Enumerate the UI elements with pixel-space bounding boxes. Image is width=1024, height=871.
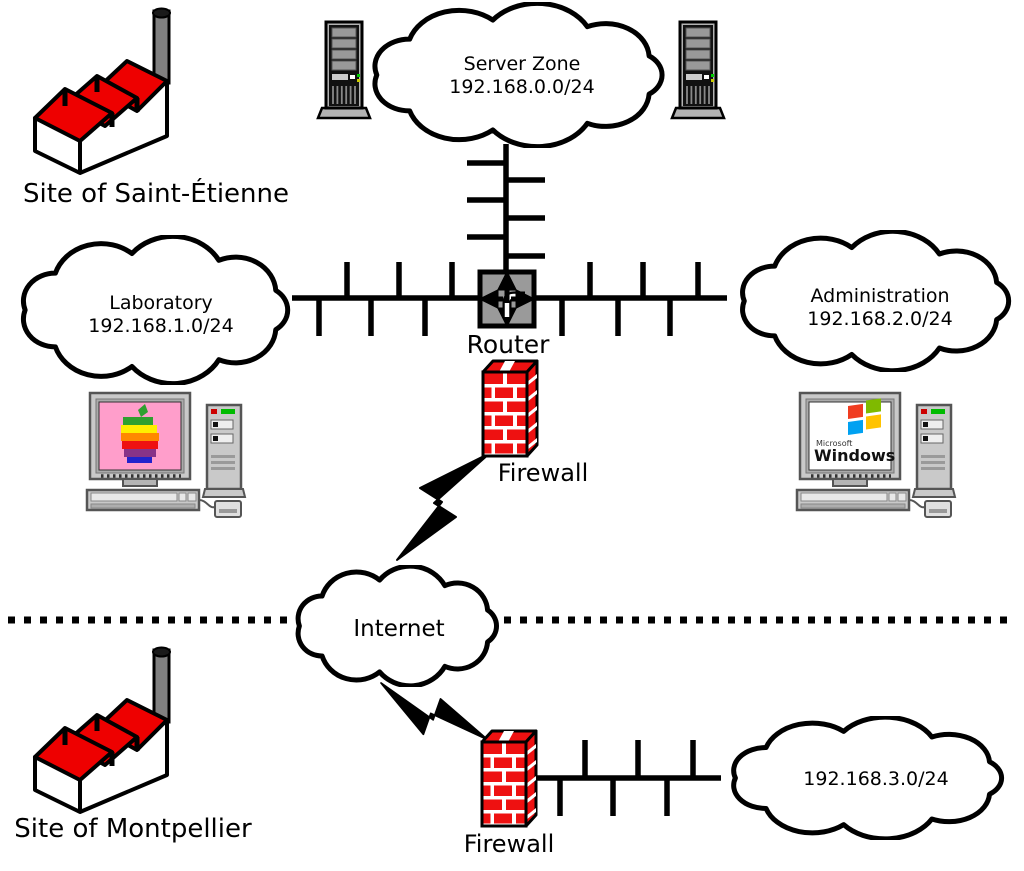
server-tower-icon-left	[316, 20, 372, 120]
server-tower-icon-right	[670, 20, 726, 120]
laboratory-name: Laboratory	[109, 292, 213, 314]
firewall-bottom-label: Firewall	[463, 830, 555, 858]
firewall-icon-bottom	[480, 729, 538, 828]
internet-label: Internet	[353, 616, 445, 642]
windows-screen-product-text: Windows	[814, 446, 896, 465]
administration-cidr: 192.168.2.0/24	[807, 308, 953, 330]
windows-computer-icon	[795, 391, 957, 519]
server-zone-cidr: 192.168.0.0/24	[449, 76, 595, 98]
site-label-saint-etienne: Site of Saint-Étienne	[22, 179, 290, 209]
administration-name: Administration	[810, 285, 950, 307]
factory-icon-montpellier	[35, 648, 170, 813]
laboratory-label: Laboratory 192.168.1.0/24	[88, 292, 233, 338]
site-label-montpellier: Site of Montpellier	[14, 814, 252, 844]
server-zone-name: Server Zone	[463, 53, 581, 75]
factory-icon-saint-etienne	[35, 9, 170, 174]
server-zone-label: Server Zone 192.168.0.0/24	[449, 53, 594, 99]
backbone-bus	[292, 262, 727, 336]
server-zone-bus	[467, 144, 545, 272]
windows-logo-icon	[848, 398, 881, 435]
lightning-bolt-wan-link-top	[396, 452, 491, 561]
laboratory-cidr: 192.168.1.0/24	[88, 315, 234, 337]
firewall-top-label: Firewall	[497, 459, 589, 487]
branch-lan-cidr-label: 192.168.3.0/24	[803, 768, 949, 790]
windows-screen-brand-text: Microsoft	[816, 439, 853, 448]
apple-logo-icon	[121, 404, 159, 463]
mac-computer-icon	[85, 391, 247, 519]
router-label: Router	[466, 330, 550, 359]
firewall-icon-top	[481, 359, 539, 458]
router-icon	[477, 269, 537, 329]
administration-label: Administration 192.168.2.0/24	[807, 285, 952, 331]
branch-bus	[533, 740, 721, 816]
